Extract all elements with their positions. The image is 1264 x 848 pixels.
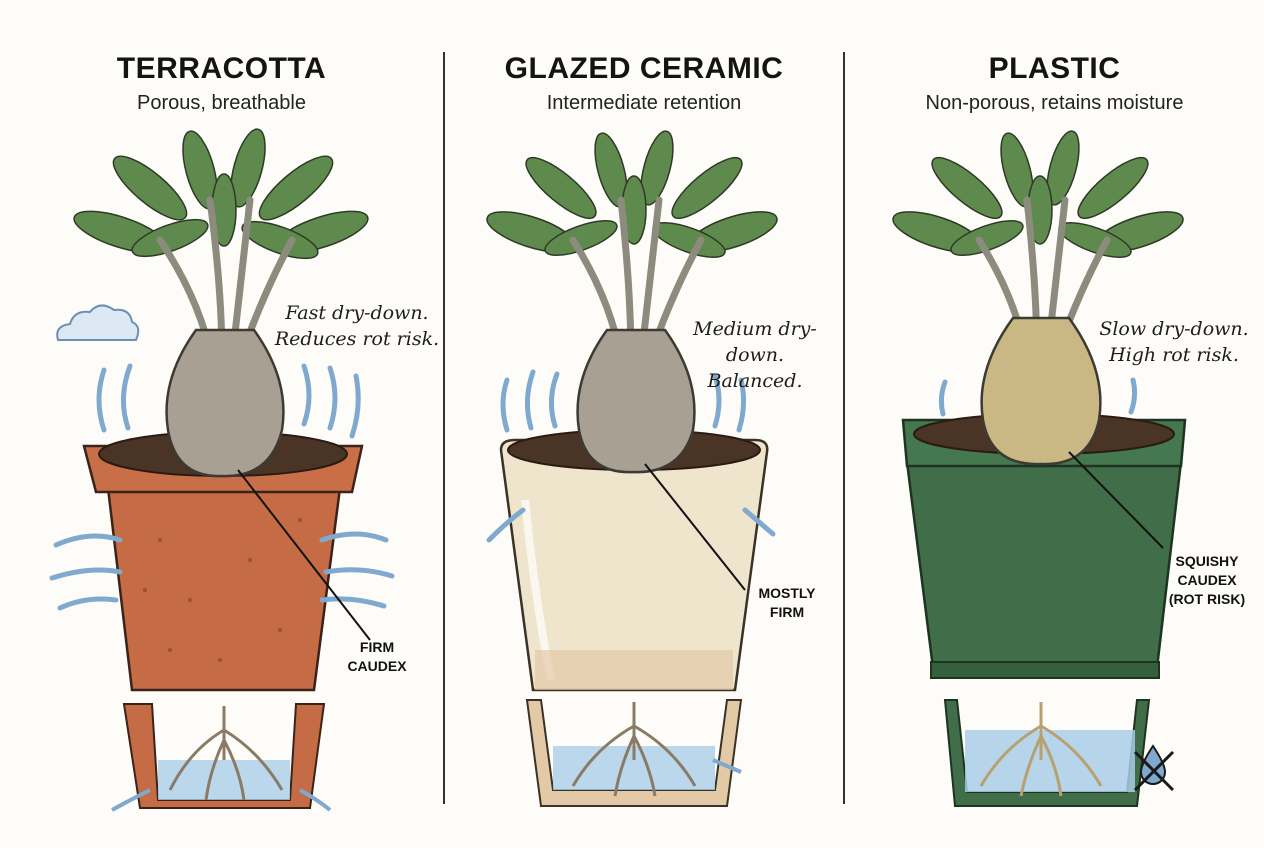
callout-line [644, 463, 746, 591]
panel-glazed-ceramic: GLAZED CERAMIC Intermediate retention [445, 0, 843, 848]
terracotta-pot [106, 486, 342, 692]
caudex-callout: SQUISHY CAUDEX (ROT RISK) [1168, 553, 1246, 607]
caudex [165, 328, 285, 478]
caudex-callout: FIRM CAUDEX [347, 639, 407, 674]
no-drainage-icon [1133, 744, 1175, 792]
plastic-illustration [892, 130, 1187, 807]
dry-down-note: Slow dry-down. High rot risk. [1099, 318, 1249, 366]
callout-line [1068, 451, 1164, 549]
root-cross-section [943, 699, 1151, 807]
panel-title: GLAZED CERAMIC [504, 52, 784, 85]
panel-subtitle: Intermediate retention [546, 92, 742, 114]
dry-down-note: Medium dry-down. Balanced. [693, 318, 817, 392]
evaporation-arrow-icon [938, 377, 1138, 417]
panel-terracotta: TERRACOTTA Porous, breathable [0, 0, 443, 848]
caudex-callout: MOSTLY FIRM [758, 585, 816, 620]
terracotta-illustration [49, 128, 395, 812]
glazed-ceramic-illustration [486, 130, 778, 807]
pot-base [930, 661, 1160, 679]
callout-line [237, 469, 371, 641]
panel-subtitle: Porous, breathable [136, 92, 306, 114]
panel-title: PLASTIC [988, 52, 1121, 85]
evaporation-arrow-icon [49, 363, 395, 611]
glazed-ceramic-pot [499, 438, 769, 692]
panel-plastic: PLASTIC Non-porous, retains moisture [845, 0, 1264, 848]
root-cross-section [525, 699, 743, 807]
dry-down-note: Fast dry-down. Reduces rot risk. [274, 302, 440, 350]
evaporation-arrow-icon [486, 369, 776, 543]
panel-subtitle: Non-porous, retains moisture [925, 92, 1184, 114]
foliage [73, 128, 369, 260]
pot-speckles [143, 518, 302, 662]
panel-title: TERRACOTTA [116, 52, 327, 85]
panel-divider [843, 52, 845, 804]
foliage [486, 130, 778, 258]
foliage [892, 130, 1184, 258]
caudex [576, 328, 696, 474]
pot-base-band [535, 650, 733, 690]
caudex [980, 316, 1102, 466]
panel-divider [443, 52, 445, 804]
root-cross-section [111, 703, 332, 812]
plastic-pot [905, 460, 1183, 670]
cloud-icon [56, 304, 140, 341]
